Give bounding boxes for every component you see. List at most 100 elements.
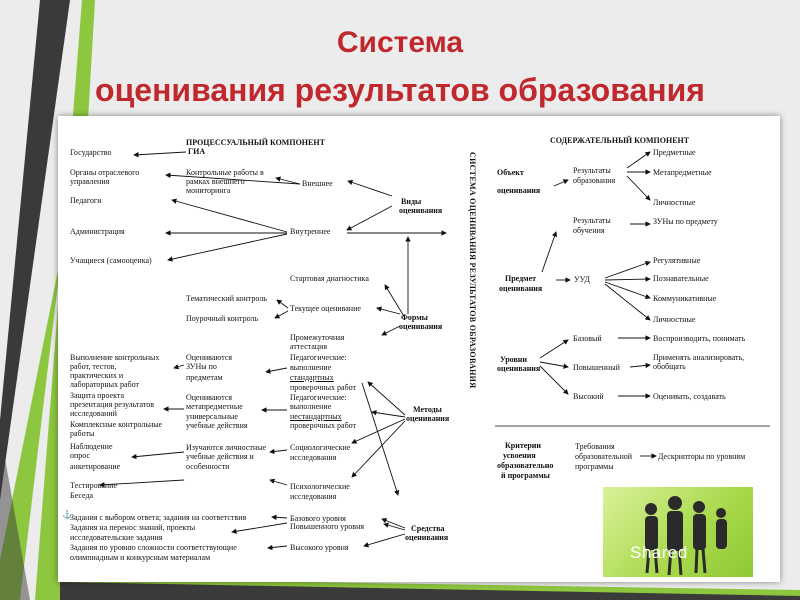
node-predmet-2: оценивания — [499, 284, 543, 293]
node-krit-1: Критерии — [505, 441, 542, 450]
node-kompl-2: работы — [70, 429, 95, 438]
node-poznav: Познавательные — [653, 274, 709, 283]
node-vypoln-4: лабораторных работ — [70, 380, 140, 389]
node-zuny: ЗУНы по предмету — [653, 217, 718, 226]
node-formy-2: оценивания — [399, 322, 443, 331]
node-metody-1: Методы — [413, 405, 442, 414]
node-vypoln-2: работ, тестов, — [70, 362, 117, 371]
node-kontrol-2: рамках внешнего — [186, 177, 245, 186]
node-admin: Администрация — [70, 227, 125, 236]
node-primen-2: обобщать — [653, 362, 686, 371]
node-predmetnye: Предметные — [653, 148, 696, 157]
node-ocen1-2: ЗУНы по — [186, 362, 217, 371]
node-krit-4: й программы — [501, 471, 550, 480]
slide-title-line1: Система — [336, 26, 464, 59]
node-ped2-4: проверочных работ — [290, 421, 357, 430]
node-metapredm: Метапредметные — [653, 168, 712, 177]
node-promezh-1: Промежуточная — [290, 333, 345, 342]
node-primen-1: Применять анализировать, — [653, 353, 745, 362]
node-rezobr-2: образования — [573, 176, 616, 185]
node-vys-urovnya: Высокого уровня — [290, 543, 349, 552]
node-lichnostnye-1: Личностные — [653, 198, 696, 207]
node-urovni-2: оценивания — [497, 364, 541, 373]
people-photo — [603, 487, 753, 577]
node-izuch-2: учебные действия и — [186, 452, 254, 461]
people-silhouettes — [645, 496, 727, 576]
node-socio-1: Социологические — [290, 443, 351, 452]
node-ocen1-3: предметам — [186, 373, 223, 382]
node-treb-1: Требования — [575, 442, 615, 451]
node-krit-2: усвоения — [503, 451, 536, 460]
content-header: СОДЕРЖАТЕЛЬНЫЙ КОМПОНЕНТ — [550, 136, 690, 145]
node-predmet-1: Предмет — [505, 274, 537, 283]
node-ocen-sozd: Оценивать, создавать — [653, 392, 726, 401]
node-z3-2: олимпиадным и конкурсным материалам — [70, 553, 211, 562]
node-vysoky: Высокий — [573, 392, 604, 401]
node-vidy-1: Виды — [401, 197, 422, 206]
node-vospr: Воспроизводить, понимать — [653, 334, 746, 343]
node-lichnostnye-2: Личностные — [653, 315, 696, 324]
node-treb-2: образовательной — [575, 452, 632, 461]
node-test-1: Тестирование — [70, 481, 117, 490]
node-vidy-2: оценивания — [399, 206, 443, 215]
node-ped1-2: выполнение — [290, 363, 332, 372]
node-ped1-4: проверочных работ — [290, 383, 357, 392]
node-krit-3: образовательно — [497, 461, 554, 470]
node-ped1-1: Педагогические: — [290, 353, 347, 362]
node-socio-2: исследования — [290, 453, 337, 462]
node-metody-2: оценивания — [406, 414, 450, 423]
slide-title-line2: оценивания результатов образования — [95, 72, 705, 108]
node-obj-1: Объект — [497, 168, 524, 177]
node-pourochny: Поурочный контроль — [186, 314, 259, 323]
node-treb-3: программы — [575, 462, 614, 471]
node-pov-urovnya: Повышенного уровня — [290, 522, 365, 531]
node-ocen2-2: метапредметные — [186, 402, 243, 411]
node-gosudarstvo: Государство — [70, 148, 112, 157]
node-ped1-3: стандартных — [290, 373, 334, 382]
node-z2-2: исследовательские задания — [70, 533, 163, 542]
node-z2-1: Задания на перенос знаний, проекты — [70, 523, 196, 532]
node-povysh: Повышенный — [573, 363, 620, 372]
node-ocen2-1: Оцениваются — [186, 393, 233, 402]
gia-label: ГИА — [188, 147, 206, 156]
node-psych-1: Психологические — [290, 482, 350, 491]
node-kommun: Коммуникативные — [653, 294, 717, 303]
node-ocen2-4: учебные действия — [186, 421, 248, 430]
node-vypoln-3: практических и — [70, 371, 124, 380]
node-rezobuch-1: Результаты — [573, 216, 611, 225]
node-tematich: Тематический контроль — [186, 294, 267, 303]
node-formy-1: Формы — [401, 313, 428, 322]
node-z3-1: Задания по уровню сложности соответствую… — [70, 543, 237, 552]
node-vneshnee: Внешнее — [302, 179, 333, 188]
node-deskr: Дескрипторы по уровням — [658, 452, 746, 461]
node-rezobuch-2: обучения — [573, 226, 605, 235]
node-ped2-1: Педагогические: — [290, 393, 347, 402]
node-zashita-3: исследований — [70, 409, 117, 418]
node-zashita-2: презентация результатов — [70, 400, 155, 409]
node-psych-2: исследования — [290, 492, 337, 501]
node-uchaschiesya: Учащиеся (самооценка) — [70, 256, 152, 265]
node-ocen1-1: Оцениваются — [186, 353, 233, 362]
node-vnutrennee: Внутреннее — [290, 227, 331, 236]
node-start: Стартовая диагностика — [290, 274, 369, 283]
node-zashita-1: Защита проекта — [70, 391, 124, 400]
node-izuch-1: Изучаются личностные — [186, 443, 267, 452]
node-regul: Регулятивные — [653, 256, 701, 265]
node-izuch-3: особенности — [186, 462, 230, 471]
node-ped2-2: выполнение — [290, 402, 332, 411]
node-tekush: Текущее оценивание — [290, 304, 361, 313]
node-kontrol-1: Контрольные работы в — [186, 168, 264, 177]
node-nabl-2: опрос — [70, 451, 91, 460]
node-sredstva-1: Средства — [411, 524, 445, 533]
node-promezh-2: аттестация — [290, 342, 328, 351]
anchor-icon: ⚓ — [62, 510, 72, 519]
node-rezobr-1: Результаты — [573, 166, 611, 175]
node-test-2: Беседа — [70, 491, 94, 500]
node-ocen2-3: универсальные — [186, 412, 238, 421]
node-organy-2: управления — [70, 177, 110, 186]
node-kompl-1: Комплексные контрольные — [70, 420, 163, 429]
system-vertical-label: СИСТЕМА ОЦЕНИВАНИЯ РЕЗУЛЬТАТОВ ОБРАЗОВАН… — [468, 152, 477, 389]
node-kontrol-3: мониторинга — [186, 186, 231, 195]
node-baz-urovnya: Базового уровня — [290, 514, 346, 523]
